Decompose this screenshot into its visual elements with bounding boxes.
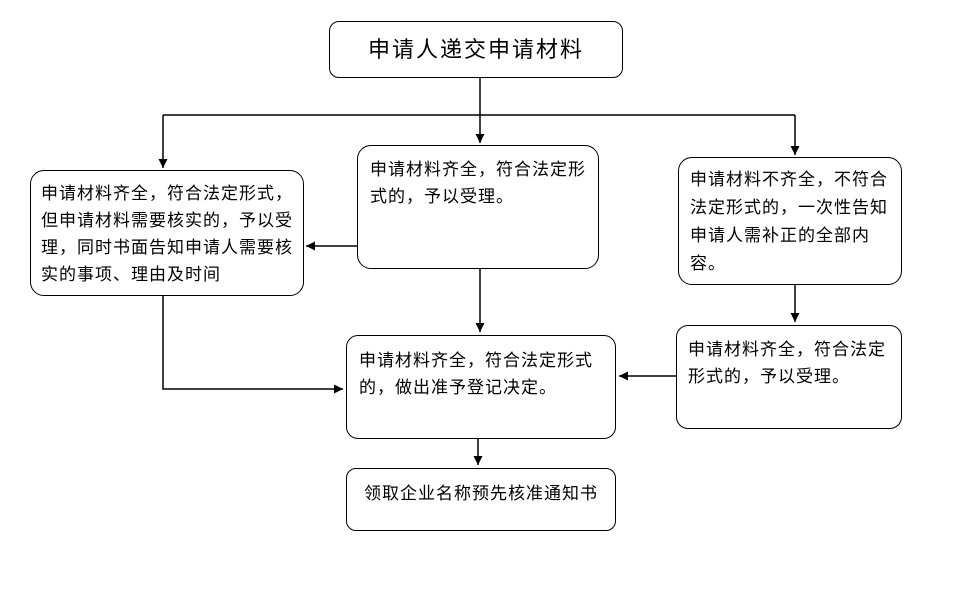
flow-node-left-accept-verify-label: 申请材料齐全，符合法定形式， 但申请材料需要核实的，予以受 理，同时书面告知申请…: [41, 184, 293, 284]
flow-node-start: 申请人递交申请材料: [329, 21, 623, 78]
flow-node-middle-accept: 申请材料齐全，符合法定形 式的，予以受理。: [357, 145, 599, 269]
flow-node-right-accept-label: 申请材料齐全，符合法定 形式的，予以受理。: [688, 340, 886, 386]
flow-node-right-incomplete: 申请材料不齐全，不符合 法定形式的，一次性告知 申请人需补正的全部内 容。: [678, 157, 902, 285]
flow-node-left-accept-verify: 申请材料齐全，符合法定形式， 但申请材料需要核实的，予以受 理，同时书面告知申请…: [30, 170, 304, 296]
flow-node-decision: 申请材料齐全，符合法定形式 的，做出准予登记决定。: [346, 335, 616, 439]
flow-node-middle-accept-label: 申请材料齐全，符合法定形 式的，予以受理。: [370, 160, 586, 206]
edge-left-to-decision: [162, 296, 343, 394]
flow-node-end: 领取企业名称预先核准通知书: [346, 468, 616, 531]
flow-node-start-label: 申请人递交申请材料: [367, 36, 584, 62]
flow-node-decision-label: 申请材料齐全，符合法定形式 的，做出准予登记决定。: [359, 351, 593, 397]
flow-node-right-incomplete-label: 申请材料不齐全，不符合 法定形式的，一次性告知 申请人需补正的全部内 容。: [690, 170, 888, 273]
flow-node-end-label: 领取企业名称预先核准通知书: [364, 484, 598, 503]
flow-node-right-accept: 申请材料齐全，符合法定 形式的，予以受理。: [676, 325, 902, 429]
